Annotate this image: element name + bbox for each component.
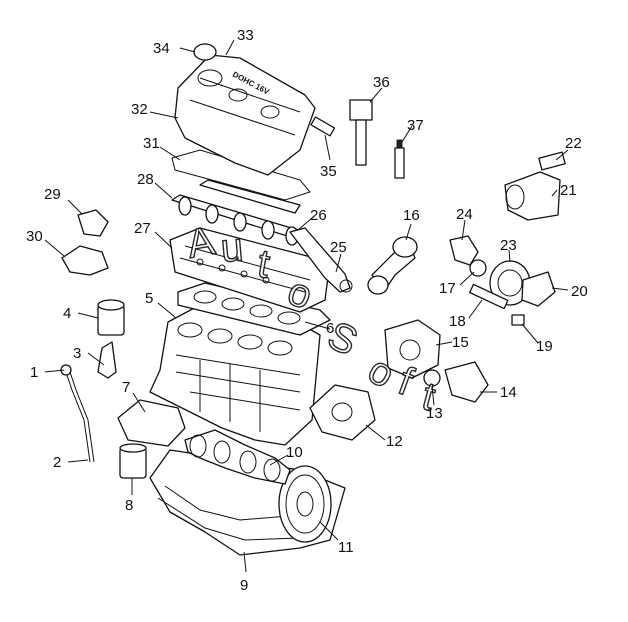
oil-filler-cap xyxy=(193,43,217,61)
callout-numbers: 1 2 3 4 5 6 7 8 9 10 11 12 13 14 15 16 1… xyxy=(26,27,588,594)
callout-13: 13 xyxy=(426,405,443,422)
callout-15: 15 xyxy=(452,334,469,351)
oil-pump-housing xyxy=(309,384,376,441)
oil-filter xyxy=(119,443,147,479)
lifter xyxy=(97,299,125,336)
callout-6: 6 xyxy=(326,320,334,337)
watermark-glyph: u xyxy=(219,225,245,271)
thermostat-housing xyxy=(423,361,489,403)
callout-26: 26 xyxy=(310,207,327,224)
callout-14: 14 xyxy=(500,384,517,401)
engine-block xyxy=(149,304,321,446)
callout-34: 34 xyxy=(153,40,170,57)
callout-9: 9 xyxy=(240,577,248,594)
flywheel xyxy=(278,465,332,543)
callout-19: 19 xyxy=(536,338,553,355)
spark-plug xyxy=(394,139,405,179)
callout-27: 27 xyxy=(134,220,151,237)
watermark-glyph: o xyxy=(361,348,402,397)
valve-cover-gasket xyxy=(171,149,311,201)
intake-pipe xyxy=(289,227,351,293)
dipstick-tube xyxy=(65,371,91,463)
cylinder-head xyxy=(169,227,331,313)
engine-mount xyxy=(61,245,109,276)
sensor xyxy=(469,283,509,310)
engine-mount-bracket xyxy=(77,209,109,237)
crankshaft xyxy=(184,429,291,485)
leader-lines xyxy=(44,39,569,573)
rocker xyxy=(97,341,117,379)
callout-22: 22 xyxy=(565,135,582,152)
callout-12: 12 xyxy=(386,433,403,450)
head-gasket xyxy=(177,282,331,336)
sensor-small xyxy=(511,314,525,326)
callout-18: 18 xyxy=(449,313,466,330)
callout-33: 33 xyxy=(237,27,254,44)
callout-17: 17 xyxy=(439,280,456,297)
callout-2: 2 xyxy=(53,454,61,471)
callout-36: 36 xyxy=(373,74,390,91)
callout-25: 25 xyxy=(330,239,347,256)
callout-24: 24 xyxy=(456,206,473,223)
callout-20: 20 xyxy=(571,283,588,300)
callout-23: 23 xyxy=(500,237,517,254)
water-pump xyxy=(384,319,441,379)
callout-31: 31 xyxy=(143,135,160,152)
callout-29: 29 xyxy=(44,186,61,203)
callout-10: 10 xyxy=(286,444,303,461)
callout-11: 11 xyxy=(338,539,354,556)
callout-3: 3 xyxy=(73,345,81,362)
ignition-coil xyxy=(349,99,373,166)
callout-37: 37 xyxy=(407,117,424,134)
callout-4: 4 xyxy=(63,305,71,322)
callout-21: 21 xyxy=(560,182,577,199)
pcv-valve xyxy=(310,116,336,137)
callout-1: 1 xyxy=(30,364,38,381)
bracket xyxy=(521,271,556,307)
callout-32: 32 xyxy=(131,101,148,118)
parts-illustration: DOHC 16V xyxy=(60,43,566,556)
callout-16: 16 xyxy=(403,207,420,224)
callout-5: 5 xyxy=(145,290,153,307)
starter-motor xyxy=(504,151,566,221)
callout-28: 28 xyxy=(137,171,154,188)
valve-cover: DOHC 16V xyxy=(174,54,316,176)
oil-filter-adapter xyxy=(117,399,186,447)
callout-35: 35 xyxy=(320,163,337,180)
callout-30: 30 xyxy=(26,228,43,245)
callout-7: 7 xyxy=(122,379,130,396)
alternator xyxy=(449,235,531,306)
connecting-rod xyxy=(367,236,418,295)
callout-8: 8 xyxy=(125,497,133,514)
